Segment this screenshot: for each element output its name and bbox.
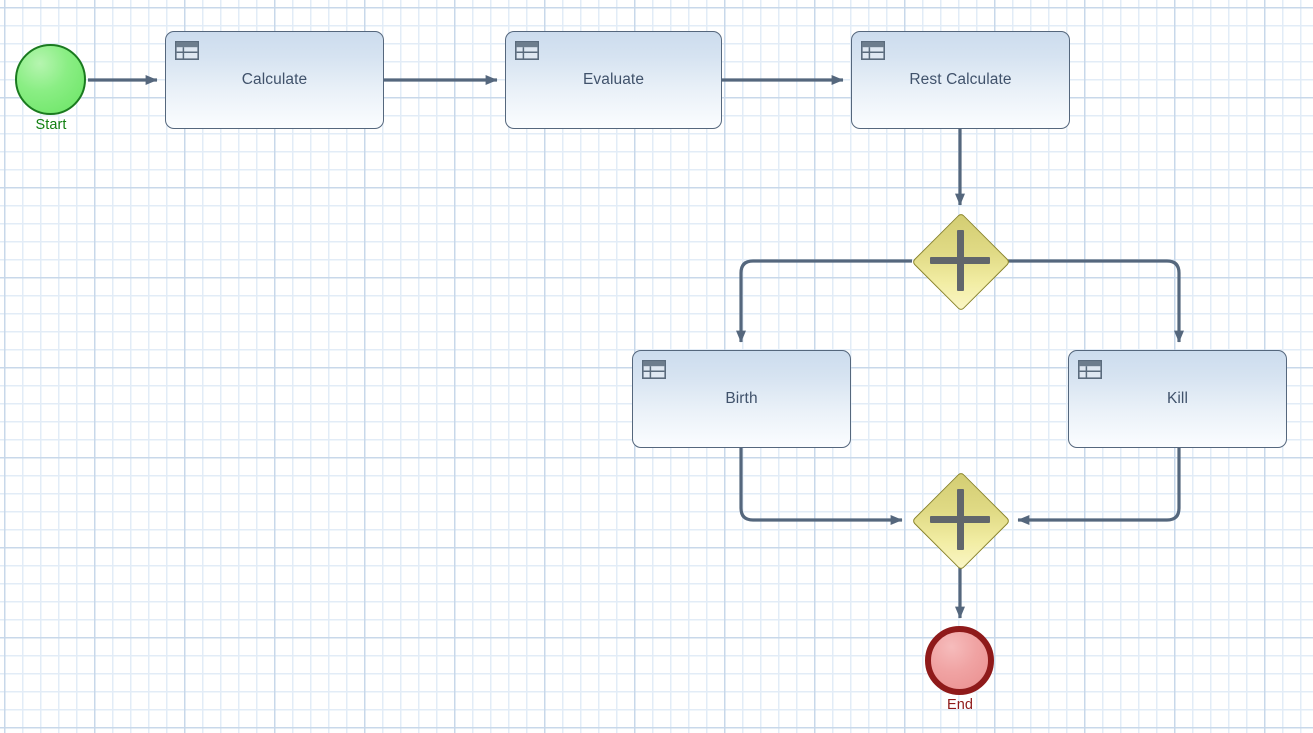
- task-birth[interactable]: Birth: [632, 350, 851, 448]
- task-kill[interactable]: Kill: [1068, 350, 1287, 448]
- task-evaluate-label: Evaluate: [582, 71, 645, 89]
- task-birth-label: Birth: [725, 390, 758, 408]
- task-calculate-label: Calculate: [241, 71, 308, 89]
- start-event[interactable]: [15, 44, 86, 115]
- edge-split-gateway-to-birth: [736, 259, 912, 343]
- table-icon: [1078, 360, 1102, 379]
- parallel-gateway-mark-vertical: [956, 489, 964, 550]
- start-event-label: Start: [35, 117, 67, 133]
- task-evaluate[interactable]: Evaluate: [505, 31, 722, 129]
- end-event[interactable]: [925, 626, 994, 695]
- task-rest-calculate-label: Rest Calculate: [909, 71, 1012, 89]
- edge-split-gateway-to-kill: [1008, 259, 1184, 343]
- parallel-gateway-join[interactable]: [911, 471, 1011, 571]
- task-calculate[interactable]: Calculate: [165, 31, 384, 129]
- table-icon: [515, 41, 539, 60]
- table-icon: [642, 360, 666, 379]
- end-event-label: End: [946, 697, 974, 713]
- task-kill-label: Kill: [1166, 390, 1189, 408]
- parallel-gateway-mark-vertical: [956, 230, 964, 291]
- edge-birth-to-join-gateway: [739, 448, 903, 525]
- parallel-gateway-split[interactable]: [911, 212, 1011, 312]
- table-icon: [861, 41, 885, 60]
- edge-kill-to-join-gateway: [1017, 448, 1181, 525]
- task-rest-calculate[interactable]: Rest Calculate: [851, 31, 1070, 129]
- table-icon: [175, 41, 199, 60]
